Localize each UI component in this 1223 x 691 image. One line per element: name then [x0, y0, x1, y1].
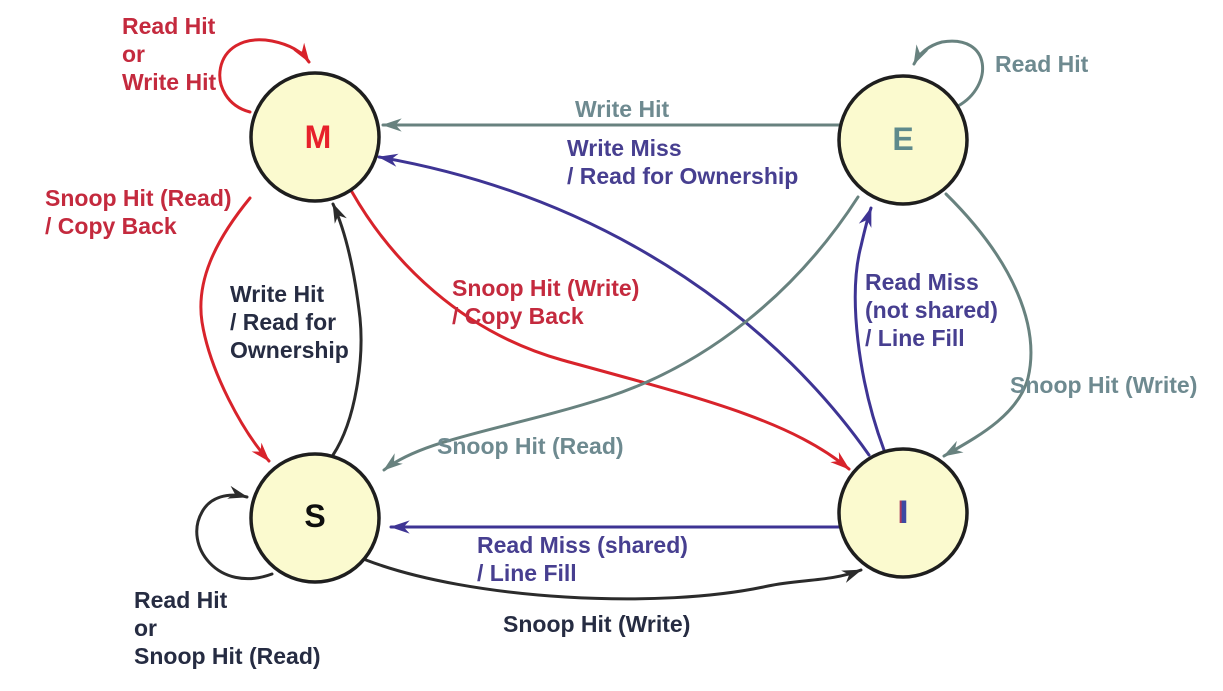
edge-i-to-m-arrow — [377, 153, 871, 457]
edge-m-self-arrow — [218, 38, 311, 114]
edge-s-to-m-arrow — [331, 202, 363, 457]
state-node-m — [249, 71, 381, 203]
state-node-s — [249, 452, 381, 584]
state-label-e: E — [892, 121, 914, 158]
edge-label-s-to-m: Write Hit / Read for Ownership — [230, 281, 349, 363]
edge-m-to-i-arrow — [350, 190, 851, 471]
edge-label-e-self: Read Hit — [995, 51, 1089, 77]
edge-e-self-arrow — [912, 39, 984, 108]
edge-e-to-s-arrow — [382, 195, 860, 472]
state-label-s: S — [304, 498, 326, 535]
state-label-i: I — [899, 494, 909, 531]
edge-label-i-to-s: Read Miss (shared) / Line Fill — [477, 532, 688, 586]
edge-label-s-to-i: Snoop Hit (Write) — [503, 611, 691, 637]
edge-s-to-i-arrow — [364, 558, 863, 601]
edge-label-i-to-e: Read Miss (not shared) / Line Fill — [865, 269, 998, 351]
edge-label-m-to-s: Snoop Hit (Read) / Copy Back — [45, 185, 232, 239]
edge-label-e-to-i: Snoop Hit (Write) — [1010, 372, 1198, 398]
edge-i-to-e-arrow — [853, 206, 886, 452]
state-label-m: M — [304, 119, 332, 156]
edge-m-to-s-arrow — [199, 196, 271, 463]
edge-label-i-to-m: Write Miss / Read for Ownership — [567, 135, 799, 189]
edge-s-self-arrow — [195, 485, 274, 581]
edge-label-m-to-i: Snoop Hit (Write) / Copy Back — [452, 275, 640, 329]
edge-label-s-self: Read Hit or Snoop Hit (Read) — [134, 587, 321, 669]
state-node-e — [837, 74, 969, 206]
edge-label-e-to-m: Write Hit — [575, 96, 670, 122]
edge-label-e-to-s: Snoop Hit (Read) — [437, 433, 624, 459]
edge-label-m-self: Read Hit or Write Hit — [122, 13, 217, 95]
edge-e-to-i-arrow — [942, 192, 1033, 458]
state-node-i — [837, 447, 969, 579]
